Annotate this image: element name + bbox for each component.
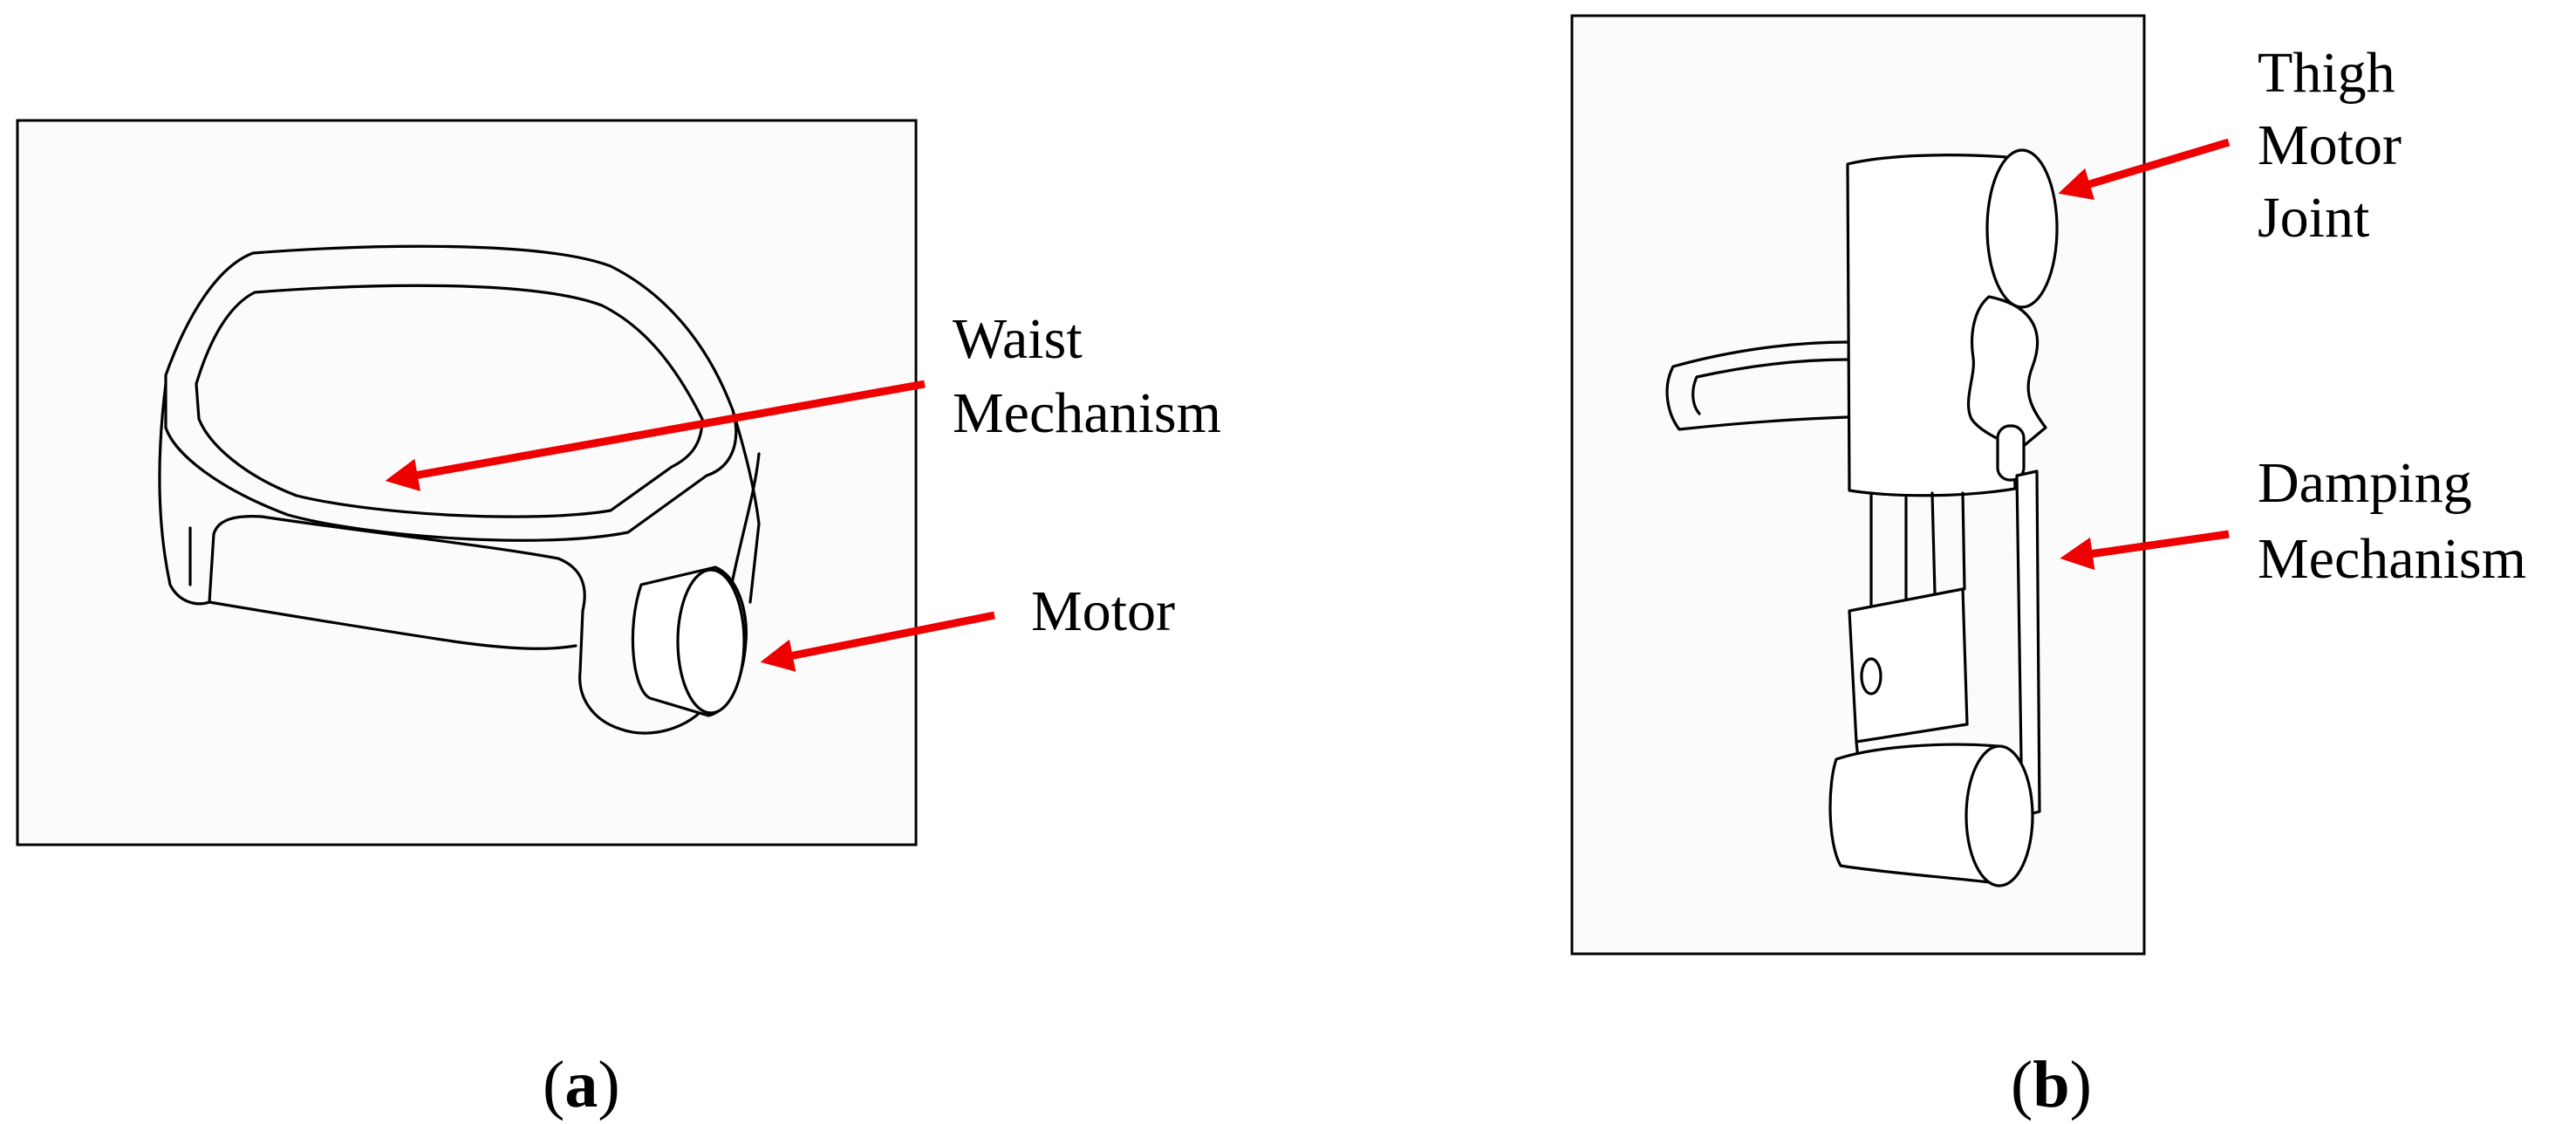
motor-label: Motor [1031, 579, 1175, 643]
thigh-label-line2: Motor [2258, 113, 2402, 177]
waist-label-line2: Mechanism [953, 381, 1221, 445]
thigh-motor-joint-arrow [2058, 138, 2231, 201]
thigh-label-line1: Thigh [2258, 41, 2395, 105]
caption-b: (b) [2011, 1048, 2092, 1121]
thigh-module-drawing [1665, 148, 2059, 888]
caption-a: (a) [543, 1048, 620, 1121]
thigh-label-line3: Joint [2258, 186, 2369, 250]
motor-arrow [760, 611, 995, 672]
damping-label-line1: Damping [2258, 451, 2472, 515]
waist-mechanism-arrow [385, 380, 926, 491]
waist-label-line1: Waist [953, 307, 1083, 371]
panel-b: Thigh Motor Joint Damping Mechanism (b) [1570, 14, 2526, 1121]
waist-mechanism-drawing [158, 244, 761, 735]
panel-a-frame [16, 119, 918, 846]
damping-label-line2: Mechanism [2258, 527, 2526, 591]
damping-mechanism-arrow [2060, 530, 2230, 571]
panel-a: Waist Mechanism Motor (a) [16, 119, 1221, 1121]
